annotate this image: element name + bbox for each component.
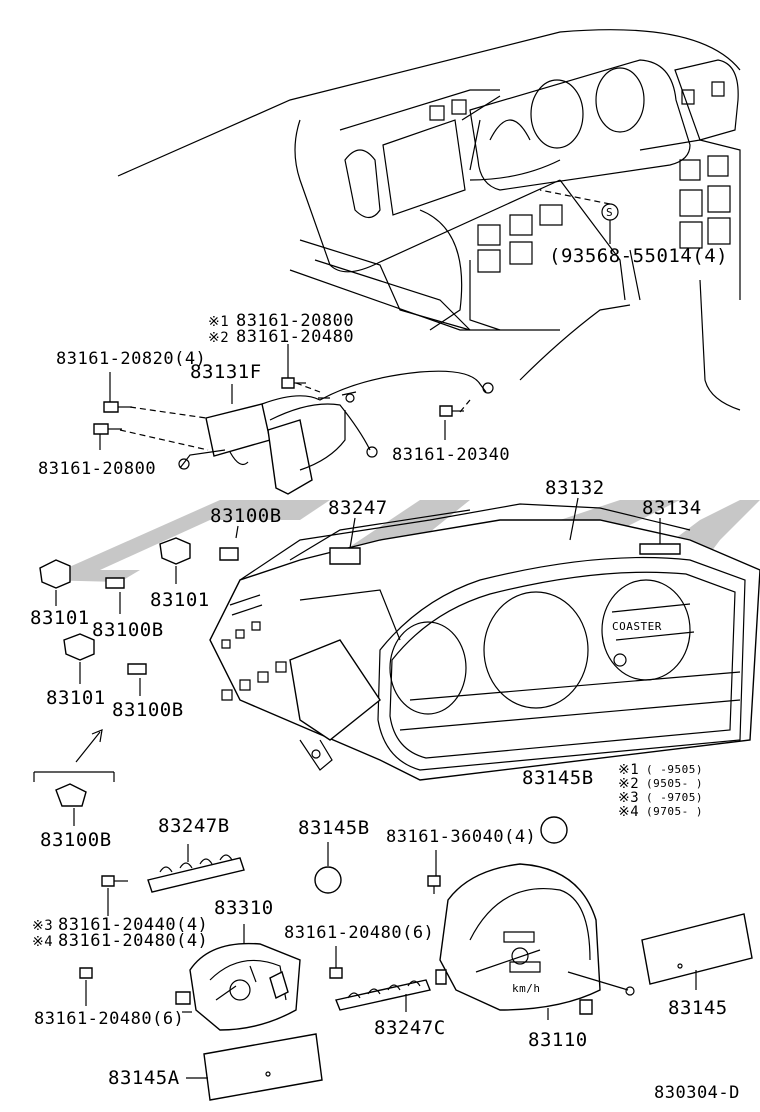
legend-mark-2: ※2 <box>618 776 639 792</box>
label-83161-20340: 83161-20340 <box>392 445 510 465</box>
label-83131F: 83131F <box>190 361 262 383</box>
part-83145-cover <box>641 913 753 990</box>
legend-range-1: ( -9505) <box>646 763 703 776</box>
part-83110-speedometer: km/h <box>435 863 635 1020</box>
legend-range-3: ( -9705) <box>646 791 703 804</box>
bolt-icons <box>93 344 464 450</box>
label-83101-b: 83101 <box>30 607 90 629</box>
note-1: ※1 <box>208 314 229 330</box>
label-83161-36040: 83161-36040(4) <box>386 827 536 847</box>
dashboard-outline: S <box>117 29 741 411</box>
legend-mark-3: ※3 <box>618 790 639 806</box>
kmh-text: km/h <box>512 982 541 995</box>
legend-range-4: (9705- ) <box>646 805 703 818</box>
label-83310: 83310 <box>214 897 274 919</box>
note-2: ※2 <box>208 330 229 346</box>
label-83161-20440: 83161-20440(4) <box>58 915 208 935</box>
label-83161-20820: 83161-20820(4) <box>56 349 206 369</box>
label-93568-55014: (93568-55014(4) <box>549 245 728 267</box>
note-3: ※3 <box>32 918 53 934</box>
diagram-id: 830304-D <box>654 1083 740 1103</box>
harness-83131F <box>119 370 494 495</box>
lens-cap-a <box>540 816 568 844</box>
note-4: ※4 <box>32 934 53 950</box>
label-83247C: 83247C <box>374 1017 446 1039</box>
label-83145B-b: 83145B <box>298 817 370 839</box>
part-83247B <box>147 844 245 893</box>
part-83247C <box>335 979 431 1012</box>
label-83145B-a: 83145B <box>522 767 594 789</box>
meter-cluster: COASTER <box>209 497 760 781</box>
lens-cap-b <box>314 866 342 894</box>
label-83145A: 83145A <box>108 1067 180 1089</box>
label-83161-20800: 83161-20800 <box>38 459 156 479</box>
label-83100B-d: 83100B <box>40 829 112 851</box>
label-83100B-b: 83100B <box>92 619 164 641</box>
label-83161-20480-6a: 83161-20480(6) <box>34 1009 184 1029</box>
legend-range-2: (9505- ) <box>646 777 703 790</box>
legend-mark-1: ※1 <box>618 762 639 778</box>
legend: ※1 ( -9505) ※2 (9505- ) ※3 ( -9705) ※4 (… <box>618 762 703 820</box>
label-83161-20480-6b: 83161-20480(6) <box>284 923 434 943</box>
label-83145: 83145 <box>668 997 728 1019</box>
label-83161-20480-4: 83161-20480(4) <box>58 931 208 951</box>
coaster-text: COASTER <box>612 620 662 633</box>
label-83161-20800-top: 83161-20800 <box>236 311 354 331</box>
label-83110: 83110 <box>528 1029 588 1051</box>
label-83100B-a: 83100B <box>210 505 282 527</box>
label-83247: 83247 <box>328 497 388 519</box>
label-83161-20480-top: 83161-20480 <box>236 327 354 347</box>
label-83132: 83132 <box>545 477 605 499</box>
label-83100B-c: 83100B <box>112 699 184 721</box>
label-83101-c: 83101 <box>46 687 106 709</box>
legend-mark-4: ※4 <box>618 804 639 820</box>
part-83310-gauge <box>175 924 301 1031</box>
label-83247B: 83247B <box>158 815 230 837</box>
svg-text:S: S <box>606 206 613 219</box>
label-83134: 83134 <box>642 497 702 519</box>
label-83101-a: 83101 <box>150 589 210 611</box>
part-83145A-cover <box>186 1033 323 1101</box>
bulbs-sockets <box>33 537 239 826</box>
